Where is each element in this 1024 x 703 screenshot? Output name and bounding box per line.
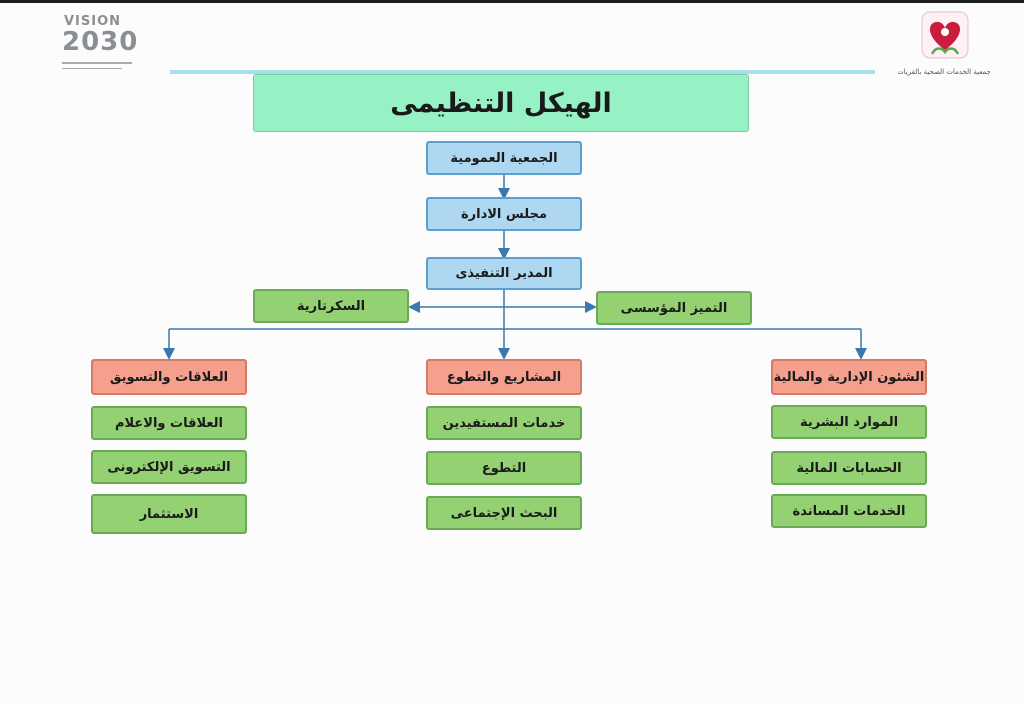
excellence-box: التميز المؤسسى [596,291,752,325]
unit-box-financial-accounts: الحسابات المالية [771,451,927,485]
unit-box-beneficiary-services: خدمات المستفيدين [426,406,582,440]
general-assembly-box: الجمعية العمومية [426,141,582,175]
logo-subtitle-line [62,62,132,64]
executive-director-box: المدير التنفيذى [426,257,582,290]
unit-box-support-services: الخدمات المساندة [771,494,927,528]
unit-box-relations-media: العلاقات والاعلام [91,406,247,440]
unit-box-e-marketing: التسويق الإلكترونى [91,450,247,484]
page-title: الهيكل التنظيمى [253,74,749,132]
logo-caption: جمعية الخدمات الصحية بالقريات [898,68,990,76]
department-box-projects-volunteering: المشاريع والتطوع [426,359,582,395]
unit-box-social-research: البحث الإجتماعى [426,496,582,530]
vision-logo-word: VISION [64,14,122,29]
organization-logo: جمعية الخدمات الصحية بالقريات [897,10,991,78]
board-box: مجلس الادارة [426,197,582,231]
logo-subtitle-line [62,68,122,69]
header-divider [170,70,875,74]
secretariat-box: السكرتارية [253,289,409,323]
department-box-relations-marketing: العلاقات والتسويق [91,359,247,395]
top-border [0,0,1024,3]
department-box-admin-finance: الشئون الإدارية والمالية [771,359,927,395]
heart-hands-icon: جمعية الخدمات الصحية بالقريات [897,11,991,76]
vision-2030-logo: VISION 2030 [60,12,145,74]
unit-box-human-resources: الموارد البشرية [771,405,927,439]
unit-box-volunteering: التطوع [426,451,582,485]
unit-box-investment: الاستثمار [91,494,247,534]
vision-logo-year: 2030 [62,27,139,57]
